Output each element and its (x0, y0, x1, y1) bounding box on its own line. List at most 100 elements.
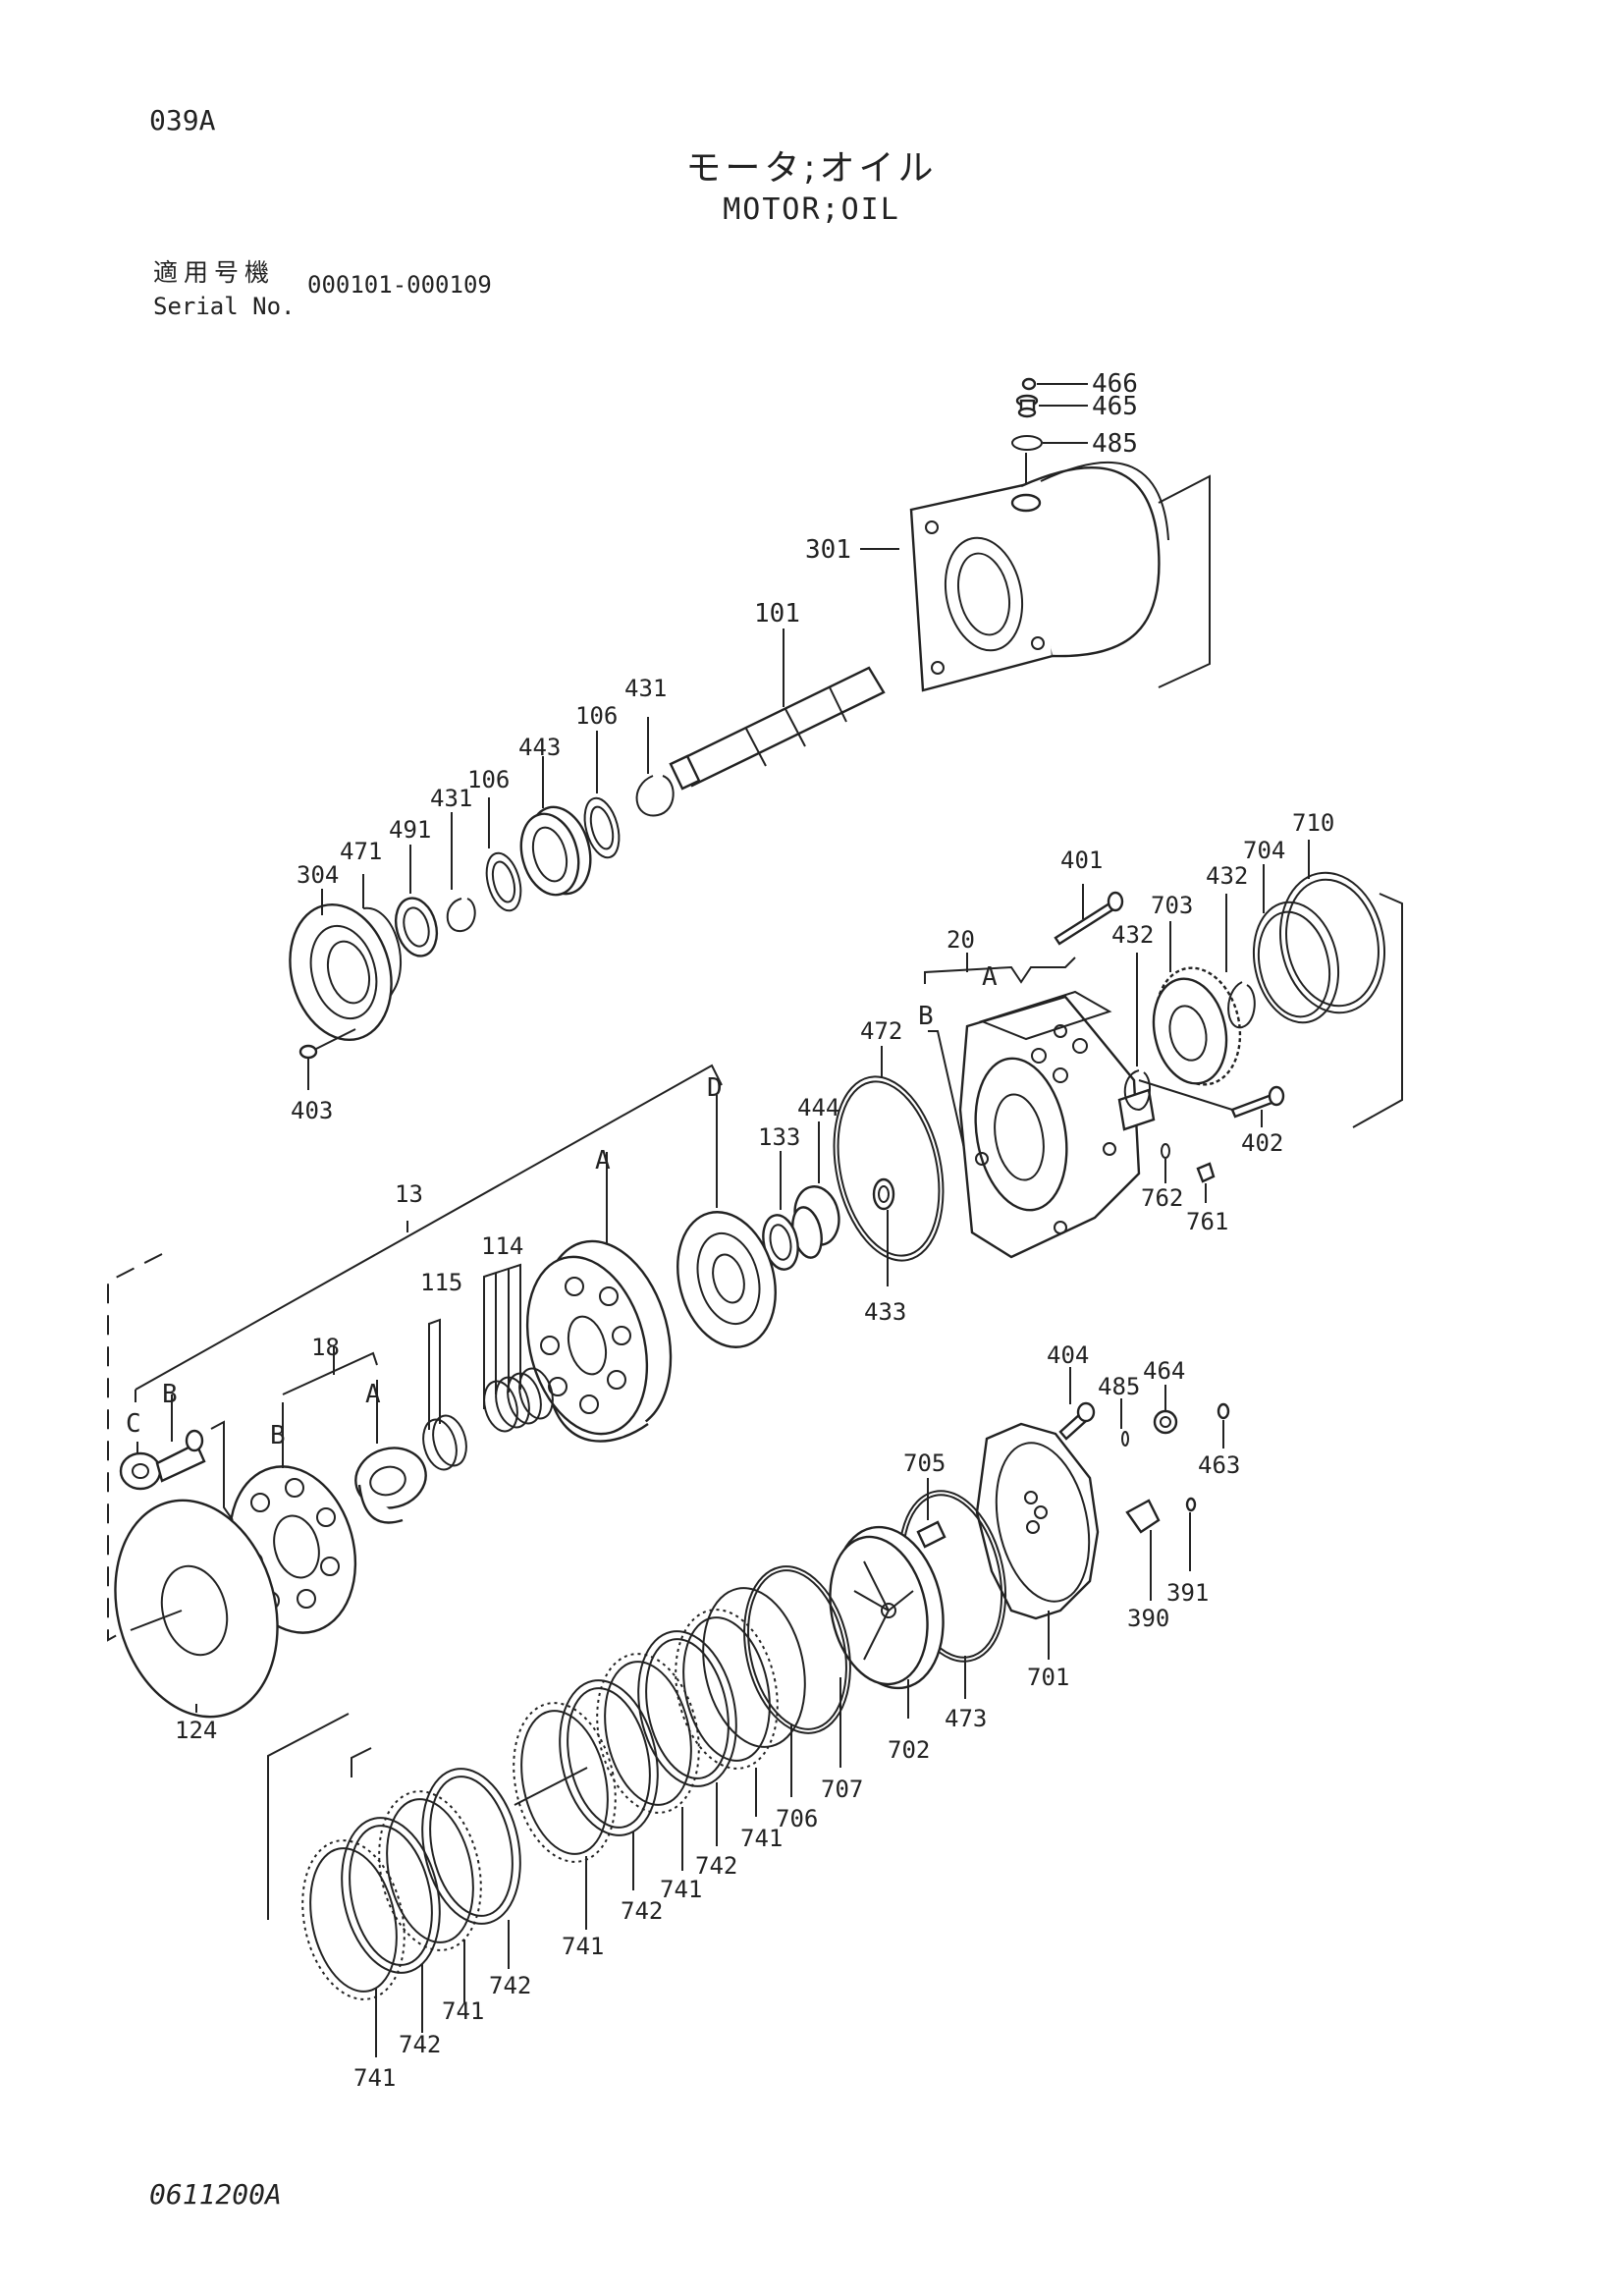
callout-704: 704 (1243, 837, 1285, 864)
brake-pack-leader-lines (351, 1747, 588, 1806)
part-465-plug (1015, 394, 1088, 418)
drawing-code: 0611200A (149, 2178, 282, 2211)
callout-391: 391 (1166, 1579, 1209, 1607)
callout-106-lower: 106 (467, 766, 510, 793)
part-472-oring (833, 1046, 945, 1262)
part-741-friction-plate-2 (596, 1653, 700, 1871)
callout-741-a: 741 (740, 1825, 783, 1852)
part-101-shaft (669, 629, 886, 791)
part-463-plug (1217, 1402, 1230, 1449)
part-741-friction-plate-4 (378, 1790, 482, 2003)
callout-707: 707 (821, 1776, 863, 1803)
part-433-plate (872, 1177, 895, 1286)
callout-304: 304 (297, 861, 339, 889)
part-piston-b-c (119, 1394, 234, 1521)
callout-431-upper: 431 (624, 675, 667, 702)
callout-741-b: 741 (660, 1876, 702, 1903)
callout-705: 705 (903, 1449, 946, 1477)
part-703-gear (1152, 921, 1242, 1086)
callout-390: 390 (1127, 1605, 1169, 1632)
callout-301: 301 (805, 535, 851, 565)
part-742-separator-plate-2 (559, 1679, 659, 1890)
part-404-bolt (1058, 1367, 1096, 1441)
part-431-snap-ring-lower (446, 812, 476, 933)
callout-741-d: 741 (442, 1997, 484, 2025)
part-115-spacer (422, 1318, 467, 1471)
callout-403: 403 (291, 1097, 333, 1124)
callout-485-upper: 485 (1092, 429, 1138, 459)
part-133-race (762, 1151, 799, 1271)
serial-label-english: Serial No. (153, 293, 296, 320)
callout-702: 702 (888, 1736, 930, 1764)
callout-762: 762 (1141, 1184, 1183, 1212)
page-code: 039A (149, 104, 216, 137)
group-18-bracket (282, 1345, 378, 1444)
part-702-brake-piston (829, 1525, 945, 1719)
callout-group-b-plate: B (270, 1421, 286, 1450)
callout-431-lower: 431 (430, 785, 472, 812)
callout-465: 465 (1092, 392, 1138, 421)
callout-group-a-block: A (595, 1146, 611, 1175)
part-390-plate (1125, 1499, 1161, 1601)
callout-761: 761 (1186, 1208, 1228, 1235)
callout-742-c: 742 (489, 1972, 531, 1999)
callout-432-b: 432 (1206, 862, 1248, 890)
callout-473: 473 (945, 1705, 987, 1732)
part-710-oring (1278, 840, 1403, 1128)
callout-group-d: D (707, 1073, 723, 1103)
callout-124: 124 (175, 1717, 217, 1744)
callout-101: 101 (754, 599, 800, 629)
callout-133: 133 (758, 1123, 800, 1151)
callout-485-lower: 485 (1098, 1373, 1140, 1400)
callout-115: 115 (420, 1269, 462, 1296)
callout-group-a-valve: A (982, 962, 998, 992)
part-114-springs (483, 1263, 554, 1433)
part-741-friction-plate-1 (675, 1609, 779, 1817)
part-485-oring-lower (1120, 1398, 1129, 1447)
callout-432-a: 432 (1111, 921, 1154, 949)
callout-701: 701 (1027, 1664, 1069, 1691)
callout-703: 703 (1151, 892, 1193, 919)
callout-114: 114 (481, 1232, 523, 1260)
callout-404: 404 (1047, 1341, 1089, 1369)
part-466-plug (1021, 377, 1088, 391)
part-valve-plate-d (676, 1095, 777, 1348)
callout-group-b-piston: B (162, 1380, 178, 1409)
callout-742-a: 742 (695, 1852, 737, 1880)
callout-742-b: 742 (621, 1897, 663, 1925)
serial-label-japanese: 適用号機 (153, 258, 276, 287)
part-443-bearing (519, 756, 592, 897)
title-english: MOTOR;OIL (723, 192, 900, 227)
callout-472: 472 (860, 1017, 902, 1045)
part-106-bearing-race-lower (485, 797, 522, 912)
part-124-swash-plate (114, 1499, 279, 1719)
part-491-seal (394, 845, 439, 957)
callout-13: 13 (395, 1180, 423, 1208)
callout-466: 466 (1092, 369, 1138, 399)
callout-402: 402 (1241, 1129, 1283, 1157)
part-ball-guide-a (354, 1447, 427, 1524)
part-444-bearing (791, 1121, 840, 1259)
callout-742-d: 742 (399, 2031, 441, 2058)
part-706-ring (702, 1587, 806, 1797)
part-301-housing (860, 461, 1211, 692)
part-402-bolt (1138, 1079, 1285, 1127)
callout-18: 18 (311, 1334, 340, 1361)
part-valve-cover (958, 990, 1156, 1259)
callout-471: 471 (340, 838, 382, 865)
callout-443: 443 (518, 734, 561, 761)
part-cylinder-block-a (525, 1239, 673, 1443)
part-464-plug (1153, 1385, 1178, 1435)
title-japanese: モータ;オイル (685, 148, 938, 189)
lower-left-bracket (267, 1713, 350, 1920)
callout-401: 401 (1060, 847, 1103, 874)
callout-444: 444 (797, 1094, 839, 1121)
callout-463: 463 (1198, 1451, 1240, 1479)
part-742-separator-plate-4 (341, 1817, 441, 2033)
part-304-cover (289, 889, 393, 1042)
part-391-screw (1185, 1497, 1197, 1571)
callout-group-a-guide: A (365, 1380, 381, 1409)
callout-741-c: 741 (562, 1933, 604, 1960)
part-401-bolt (1054, 884, 1124, 946)
callout-710: 710 (1292, 809, 1334, 837)
